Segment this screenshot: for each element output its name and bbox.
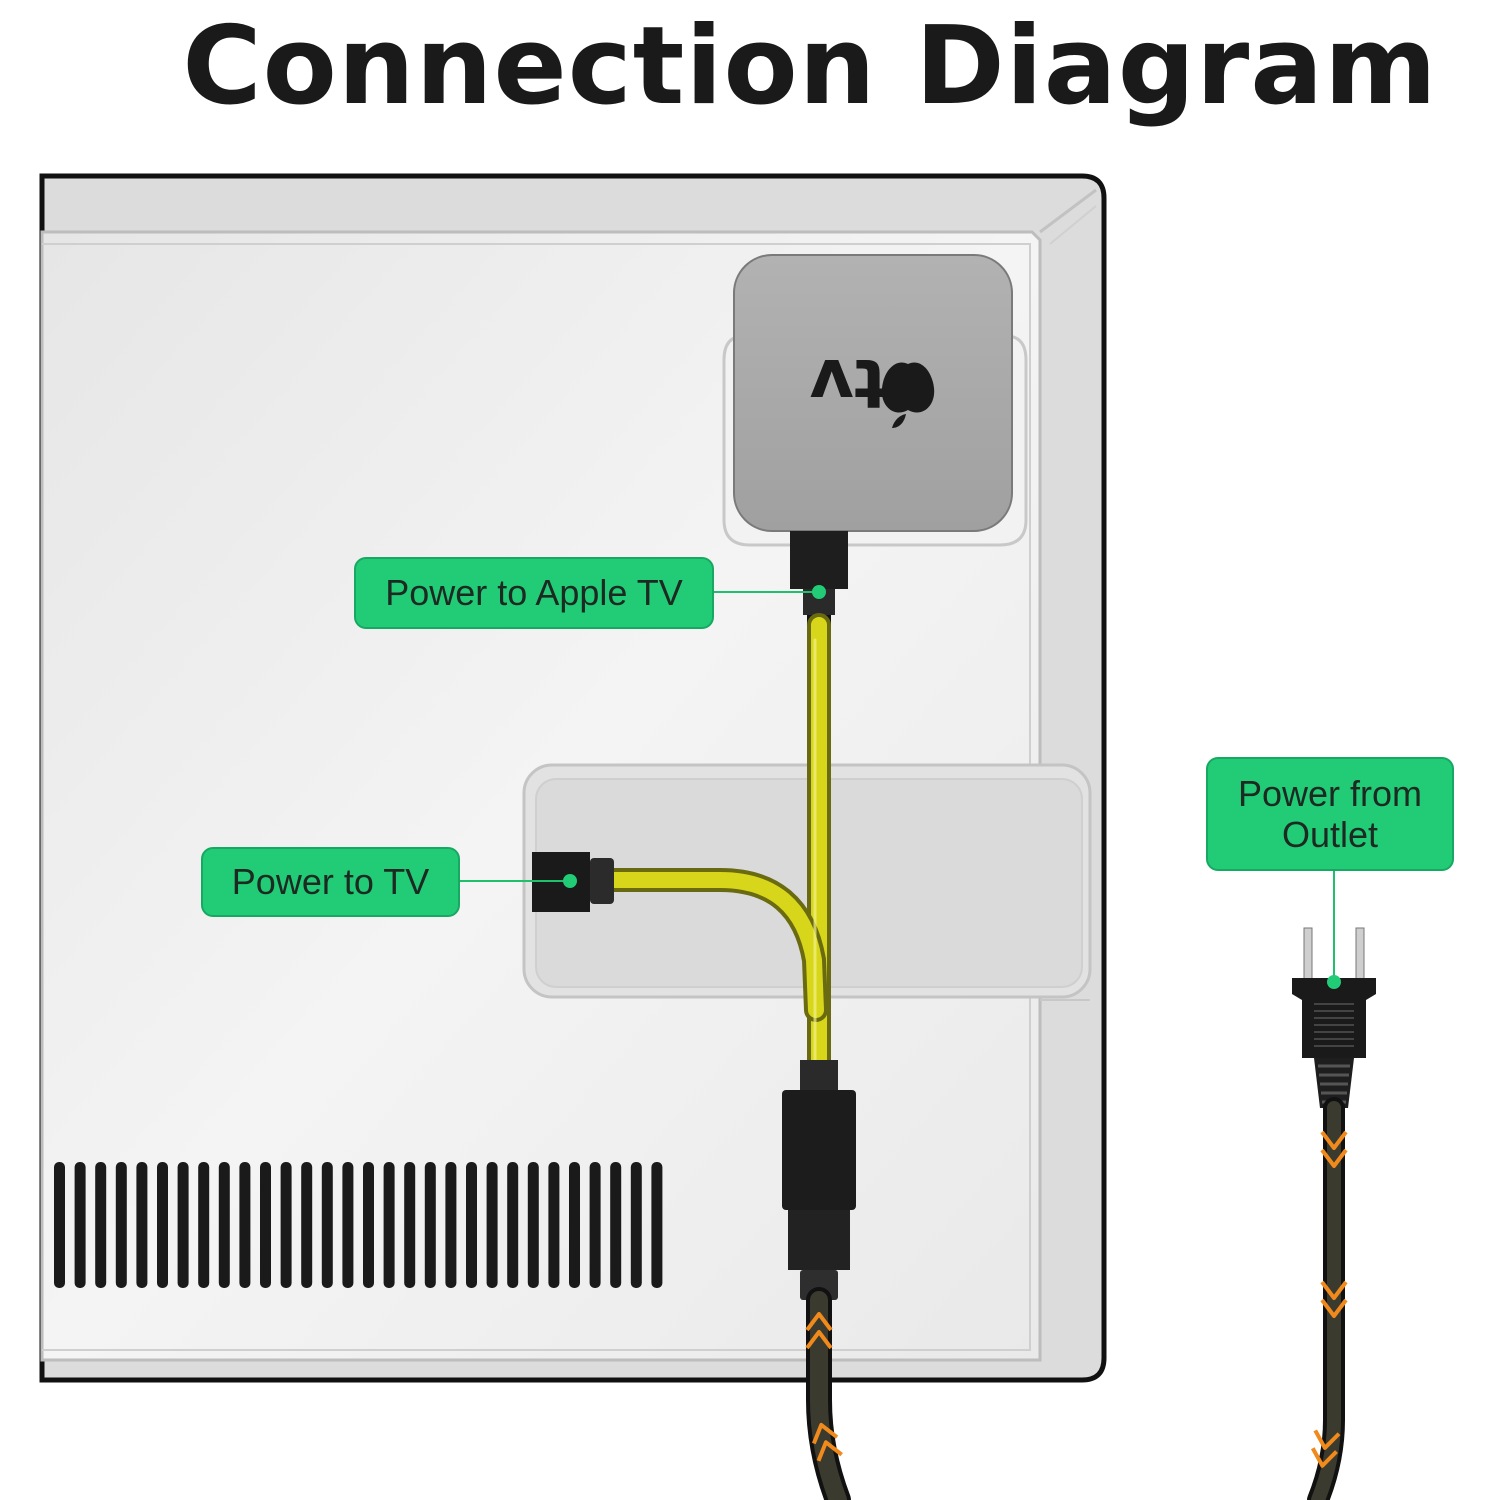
power-flow-arrows (805, 1130, 1348, 1468)
vent-slot (486, 1162, 498, 1288)
down-arrow-icon (1320, 1130, 1348, 1168)
down-arrow-icon (1310, 1429, 1341, 1468)
label-power-from-outlet: Power from Outlet (1206, 757, 1454, 871)
dot-outlet (1327, 975, 1341, 989)
vent-slot (321, 1162, 333, 1288)
vent-slot (342, 1162, 354, 1288)
vent-slot (589, 1162, 601, 1288)
vent-slot (363, 1162, 374, 1288)
leader-lines (460, 591, 1335, 982)
vent-slot (301, 1162, 313, 1288)
vent-slot (239, 1162, 251, 1288)
down-arrow-icon (1320, 1280, 1348, 1318)
vent-slot (177, 1162, 189, 1288)
vent-slot (466, 1162, 477, 1288)
vent-slot (218, 1162, 230, 1288)
dot-apple-tv (812, 585, 826, 599)
apple-tv-logo-text: tv (809, 343, 887, 422)
vent-slot (424, 1162, 436, 1288)
tv-vent-grille (54, 1162, 663, 1288)
vent-slot (260, 1162, 271, 1288)
label-power-to-tv: Power to TV (201, 847, 460, 917)
vent-slot (610, 1162, 622, 1288)
vent-slot (445, 1162, 457, 1288)
connection-dots (563, 585, 1341, 989)
dot-tv (563, 874, 577, 888)
vent-slot (136, 1162, 148, 1288)
diagram-title: Connection Diagram (182, 4, 1438, 129)
vent-slot (527, 1162, 539, 1288)
vent-slot (74, 1162, 86, 1288)
apple-logo-icon (881, 362, 935, 428)
vent-slot (569, 1162, 580, 1288)
vent-slot (651, 1162, 663, 1288)
vent-slot (198, 1162, 210, 1288)
up-arrow-icon (811, 1422, 843, 1462)
apple-tv-box (733, 254, 1013, 532)
yellow-cable (602, 613, 831, 1077)
vent-slot (404, 1162, 416, 1288)
outlet-plug (1292, 927, 1376, 1108)
label-power-to-apple-tv: Power to Apple TV (354, 557, 714, 629)
splitter-connector (782, 1060, 856, 1300)
vent-slot (54, 1162, 65, 1288)
vent-slot (157, 1162, 168, 1288)
vent-slot (548, 1162, 560, 1288)
vent-slot (383, 1162, 395, 1288)
vent-slot (507, 1162, 519, 1288)
vent-slot (115, 1162, 127, 1288)
vent-slot (95, 1162, 107, 1288)
up-arrow-icon (805, 1312, 833, 1350)
vent-slot (630, 1162, 642, 1288)
vent-slot (280, 1162, 292, 1288)
